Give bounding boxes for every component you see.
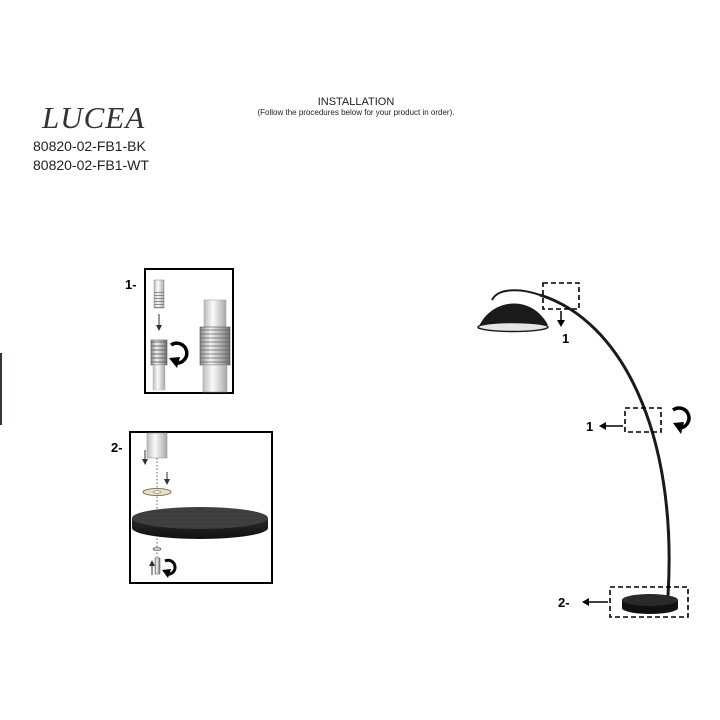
installation-subtitle: (Follow the procedures below for your pr… bbox=[257, 108, 455, 117]
threaded-pin bbox=[153, 279, 165, 309]
bolt bbox=[154, 557, 161, 575]
product-code-bk: 80820-02-FB1-BK bbox=[33, 138, 146, 154]
rotate-arrow-lamp bbox=[671, 406, 691, 430]
lamp-base bbox=[622, 594, 678, 614]
screw-arrowhead bbox=[149, 560, 155, 566]
lamp-overview: 1 1 2- bbox=[477, 282, 691, 618]
callout-top-arrowhead bbox=[557, 320, 565, 327]
callout-base-arrowhead bbox=[582, 598, 589, 606]
rotate-arrowhead-step1 bbox=[169, 357, 180, 368]
lamp-arc bbox=[539, 293, 671, 597]
product-code-wt: 80820-02-FB1-WT bbox=[33, 157, 149, 173]
step-2-panel: 2- bbox=[111, 431, 273, 584]
insert-arrowhead bbox=[156, 325, 162, 331]
washer-arrowhead bbox=[164, 479, 170, 485]
step-1-label: 1- bbox=[125, 277, 137, 292]
callout-box-base bbox=[609, 586, 689, 618]
step-2-label: 2- bbox=[111, 440, 123, 455]
callout-box-top bbox=[542, 282, 580, 310]
pole-arrowhead bbox=[142, 459, 148, 465]
callout-base-label: 2- bbox=[558, 595, 570, 610]
callout-middle-arrowhead bbox=[599, 422, 606, 430]
rotate-arrowhead-step2 bbox=[162, 569, 171, 578]
callout-top-label: 1 bbox=[562, 331, 569, 346]
assembled-tube bbox=[199, 299, 231, 393]
lamp-neck bbox=[491, 289, 541, 301]
installation-title: INSTALLATION bbox=[317, 96, 395, 108]
lower-washer bbox=[152, 547, 162, 551]
step-1-panel: 1- bbox=[125, 268, 234, 394]
edge-bar bbox=[0, 353, 2, 425]
base-disc bbox=[132, 507, 268, 539]
pole-end bbox=[146, 432, 168, 459]
brand-title: LUCEA bbox=[42, 100, 146, 135]
lamp-shade bbox=[477, 303, 549, 333]
callout-middle-label: 1 bbox=[586, 419, 593, 434]
callout-box-middle bbox=[624, 407, 662, 433]
rotate-arrow-step1 bbox=[169, 341, 189, 365]
coupling-nut bbox=[150, 339, 168, 391]
rotate-arrowhead-lamp bbox=[673, 422, 684, 434]
